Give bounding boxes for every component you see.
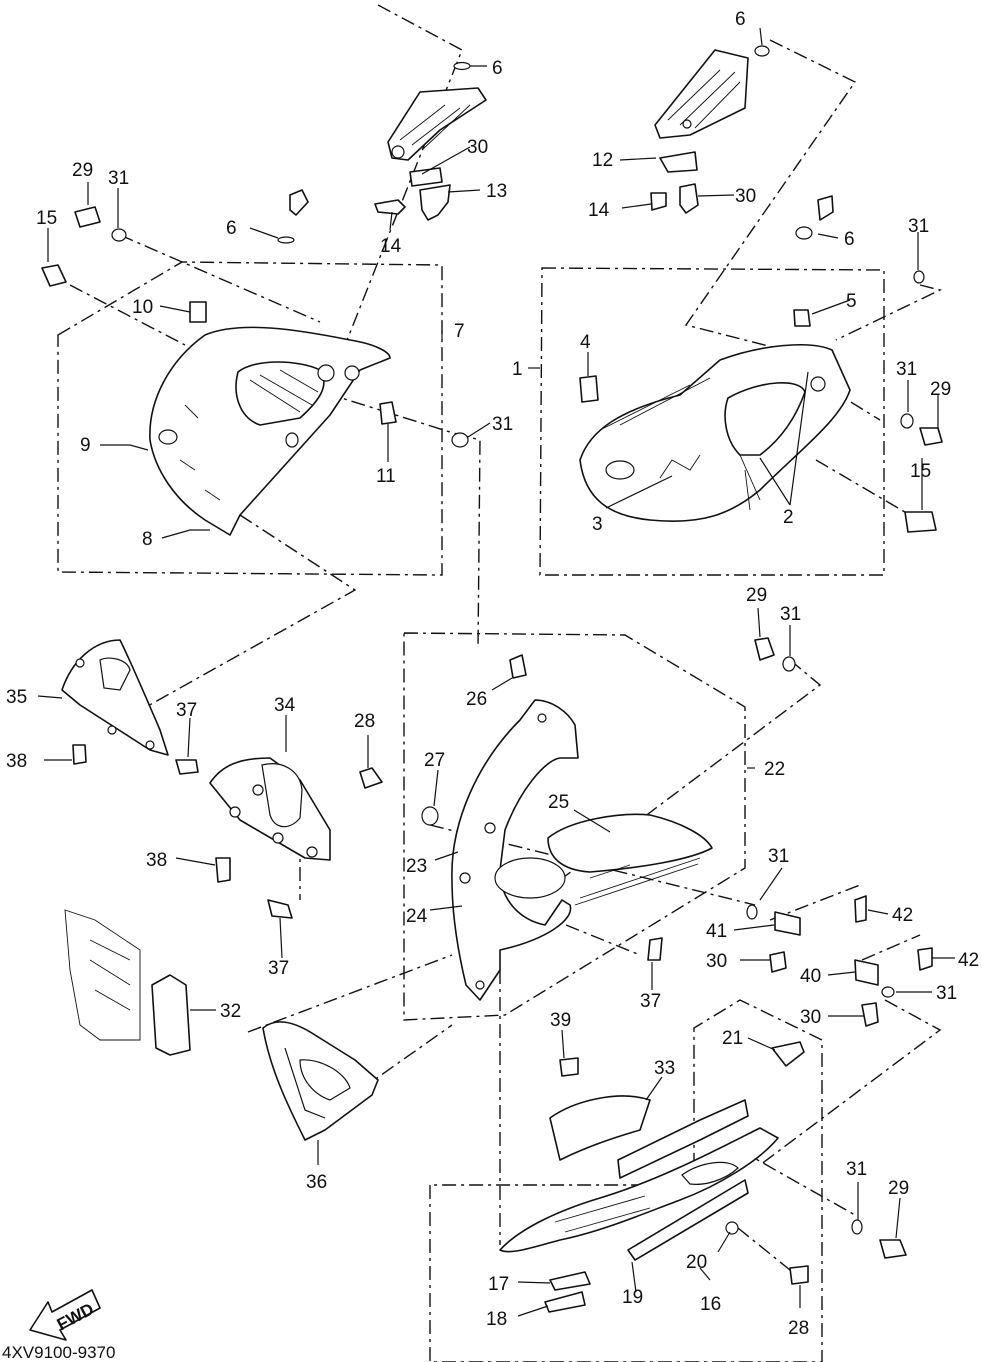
label-33: 33 [654, 1058, 675, 1079]
cover-36 [262, 1021, 379, 1141]
lower-cowling [499, 1041, 809, 1313]
label-31: 31 [768, 846, 789, 867]
stay-bracket-left [387, 87, 487, 161]
label-39: 39 [550, 1010, 571, 1031]
label-41: 41 [706, 921, 727, 942]
label-38: 38 [146, 850, 167, 871]
label-3: 3 [592, 514, 603, 535]
callout-labels: 6 6 30 13 14 6 6 12 30 14 29 31 15 31 5 … [6, 9, 979, 1339]
label-32: 32 [220, 1001, 241, 1022]
label-15: 15 [910, 461, 931, 482]
label-29: 29 [746, 585, 767, 606]
assembly-boundaries [57, 4, 943, 1362]
label-30: 30 [706, 951, 727, 972]
label-6: 6 [844, 229, 855, 250]
fasteners-misc [72, 637, 933, 1259]
label-31: 31 [908, 216, 929, 237]
label-10: 10 [132, 297, 153, 318]
label-11: 11 [376, 466, 396, 487]
label-19: 19 [622, 1287, 643, 1308]
leader-lines [37, 27, 955, 1317]
label-6: 6 [735, 9, 746, 30]
label-21: 21 [722, 1028, 743, 1049]
label-27: 27 [424, 750, 445, 771]
label-42: 42 [892, 905, 913, 926]
label-4: 4 [580, 332, 591, 353]
middle-cowling [451, 699, 713, 1001]
label-18: 18 [486, 1309, 507, 1330]
label-13: 13 [486, 181, 507, 202]
upper-cowling-right [579, 344, 851, 523]
label-12: 12 [592, 150, 613, 171]
label-6: 6 [226, 218, 237, 239]
upper-cowling-left [149, 326, 391, 536]
label-30: 30 [467, 137, 488, 158]
label-31: 31 [492, 414, 513, 435]
label-30: 30 [800, 1007, 821, 1028]
label-37: 37 [176, 700, 197, 721]
label-17: 17 [488, 1274, 509, 1295]
label-35: 35 [6, 687, 27, 708]
label-2: 2 [783, 507, 794, 528]
label-31: 31 [846, 1159, 867, 1180]
label-29: 29 [888, 1178, 909, 1199]
label-6: 6 [492, 58, 503, 79]
label-42: 42 [958, 950, 979, 971]
stay-bracket-right [654, 49, 749, 139]
label-29: 29 [930, 379, 951, 400]
label-36: 36 [306, 1172, 327, 1193]
label-31: 31 [780, 604, 801, 625]
label-31: 31 [896, 359, 917, 380]
label-38: 38 [6, 751, 27, 772]
cover-34 [209, 757, 331, 861]
label-14: 14 [588, 200, 610, 221]
label-29: 29 [72, 160, 93, 181]
label-7: 7 [454, 321, 465, 342]
label-37: 37 [268, 958, 289, 979]
label-14: 14 [380, 236, 402, 257]
pad-33 [549, 1095, 651, 1161]
label-28: 28 [354, 711, 375, 732]
pad-32 [64, 909, 191, 1056]
label-16: 16 [700, 1294, 721, 1315]
label-5: 5 [846, 291, 857, 312]
forward-arrow: FWD [29, 1289, 101, 1341]
label-31: 31 [936, 983, 957, 1004]
label-1: 1 [512, 359, 523, 380]
label-30: 30 [735, 186, 756, 207]
label-15: 15 [36, 208, 57, 229]
label-23: 23 [406, 856, 427, 877]
cover-35 [61, 639, 169, 756]
fasteners-top [41, 45, 943, 533]
label-37: 37 [640, 991, 661, 1012]
label-20: 20 [686, 1252, 707, 1273]
label-9: 9 [80, 435, 91, 456]
label-24: 24 [406, 906, 428, 927]
label-26: 26 [466, 689, 487, 710]
label-31: 31 [108, 168, 129, 189]
label-34: 34 [274, 695, 296, 716]
diagram-code: 4XV9100-9370 [2, 1343, 115, 1362]
label-28: 28 [788, 1318, 809, 1339]
label-8: 8 [142, 529, 153, 550]
label-40: 40 [800, 966, 821, 987]
label-22: 22 [764, 759, 785, 780]
label-25: 25 [548, 792, 569, 813]
